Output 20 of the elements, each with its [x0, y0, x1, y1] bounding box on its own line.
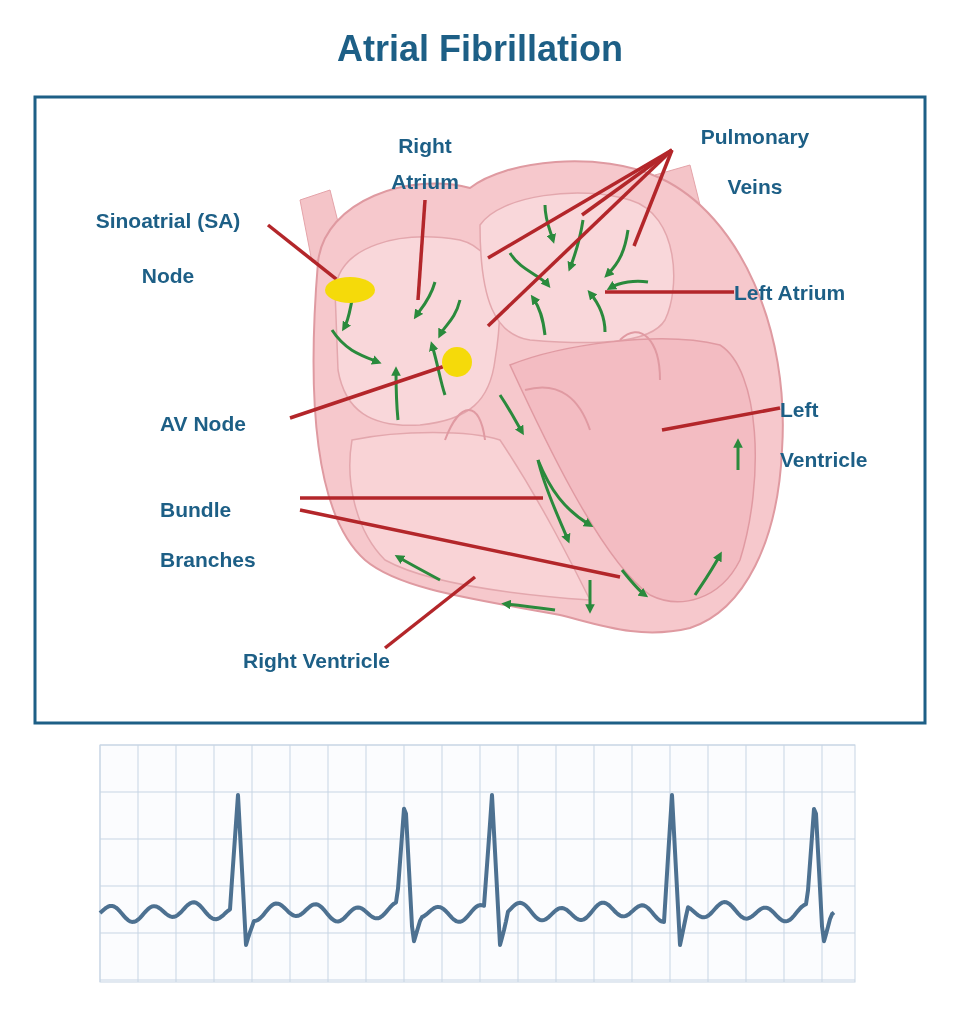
leader-line	[487, 148, 673, 260]
leader-line	[383, 575, 477, 650]
leader-line	[580, 148, 674, 217]
leader-line	[299, 508, 621, 579]
diagram-title: Atrial Fibrillation	[336, 28, 624, 70]
part-label: Sinoatrial (SA) Node	[68, 193, 268, 303]
leader-line	[266, 223, 338, 281]
leader-line	[605, 290, 734, 294]
leader-line	[289, 365, 444, 420]
part-label: Pulmonary Veins	[672, 112, 838, 212]
part-label: Left Ventricle	[780, 385, 908, 485]
leader-line	[661, 406, 781, 432]
part-label: Bundle Branches	[160, 485, 300, 585]
part-label: AV Node	[160, 411, 290, 437]
leader-line	[416, 199, 427, 301]
part-label: Right Atrium	[372, 128, 478, 200]
leader-line	[300, 496, 543, 500]
part-label: Right Ventricle	[243, 648, 403, 674]
part-label: Left Atrium	[734, 280, 894, 306]
leader-line	[632, 149, 674, 247]
